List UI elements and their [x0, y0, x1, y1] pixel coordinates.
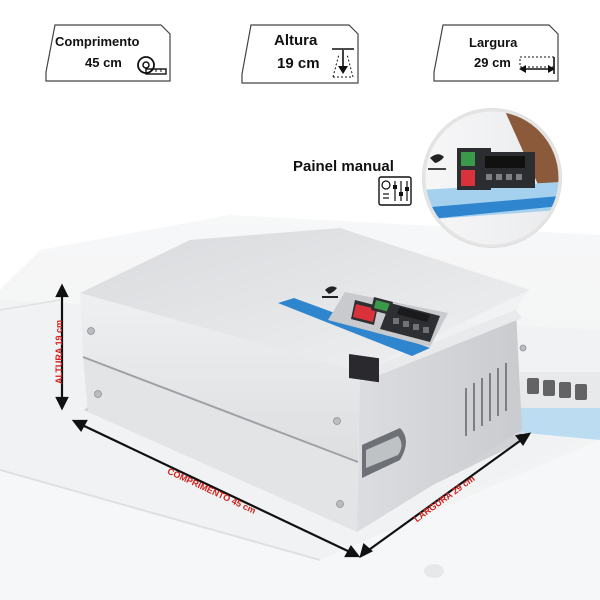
height-card: Altura 19 cm	[241, 24, 359, 84]
width-card-title: Largura	[469, 35, 518, 50]
width-card-value: 29 cm	[474, 55, 511, 70]
length-card-value: 45 cm	[85, 55, 122, 70]
height-card-value: 19 cm	[277, 55, 320, 72]
height-card-title: Altura	[274, 32, 318, 49]
panel-title: Painel manual	[293, 158, 394, 175]
height-card-frame	[241, 24, 359, 84]
length-card: Comprimento 45 cm	[45, 24, 171, 82]
height-arrow-icon	[332, 48, 354, 78]
control-panel-icon	[378, 176, 412, 206]
tape-measure-icon	[137, 56, 167, 75]
panel-zoom-inset	[422, 108, 562, 248]
length-card-title: Comprimento	[55, 34, 140, 49]
width-card-frame	[433, 24, 559, 82]
width-arrow-icon	[519, 56, 555, 74]
height-annotation: ALTURA 19 cm	[54, 319, 64, 384]
sealer-device	[80, 228, 530, 532]
width-card: Largura 29 cm	[433, 24, 559, 82]
dimension-arrows	[55, 283, 532, 559]
